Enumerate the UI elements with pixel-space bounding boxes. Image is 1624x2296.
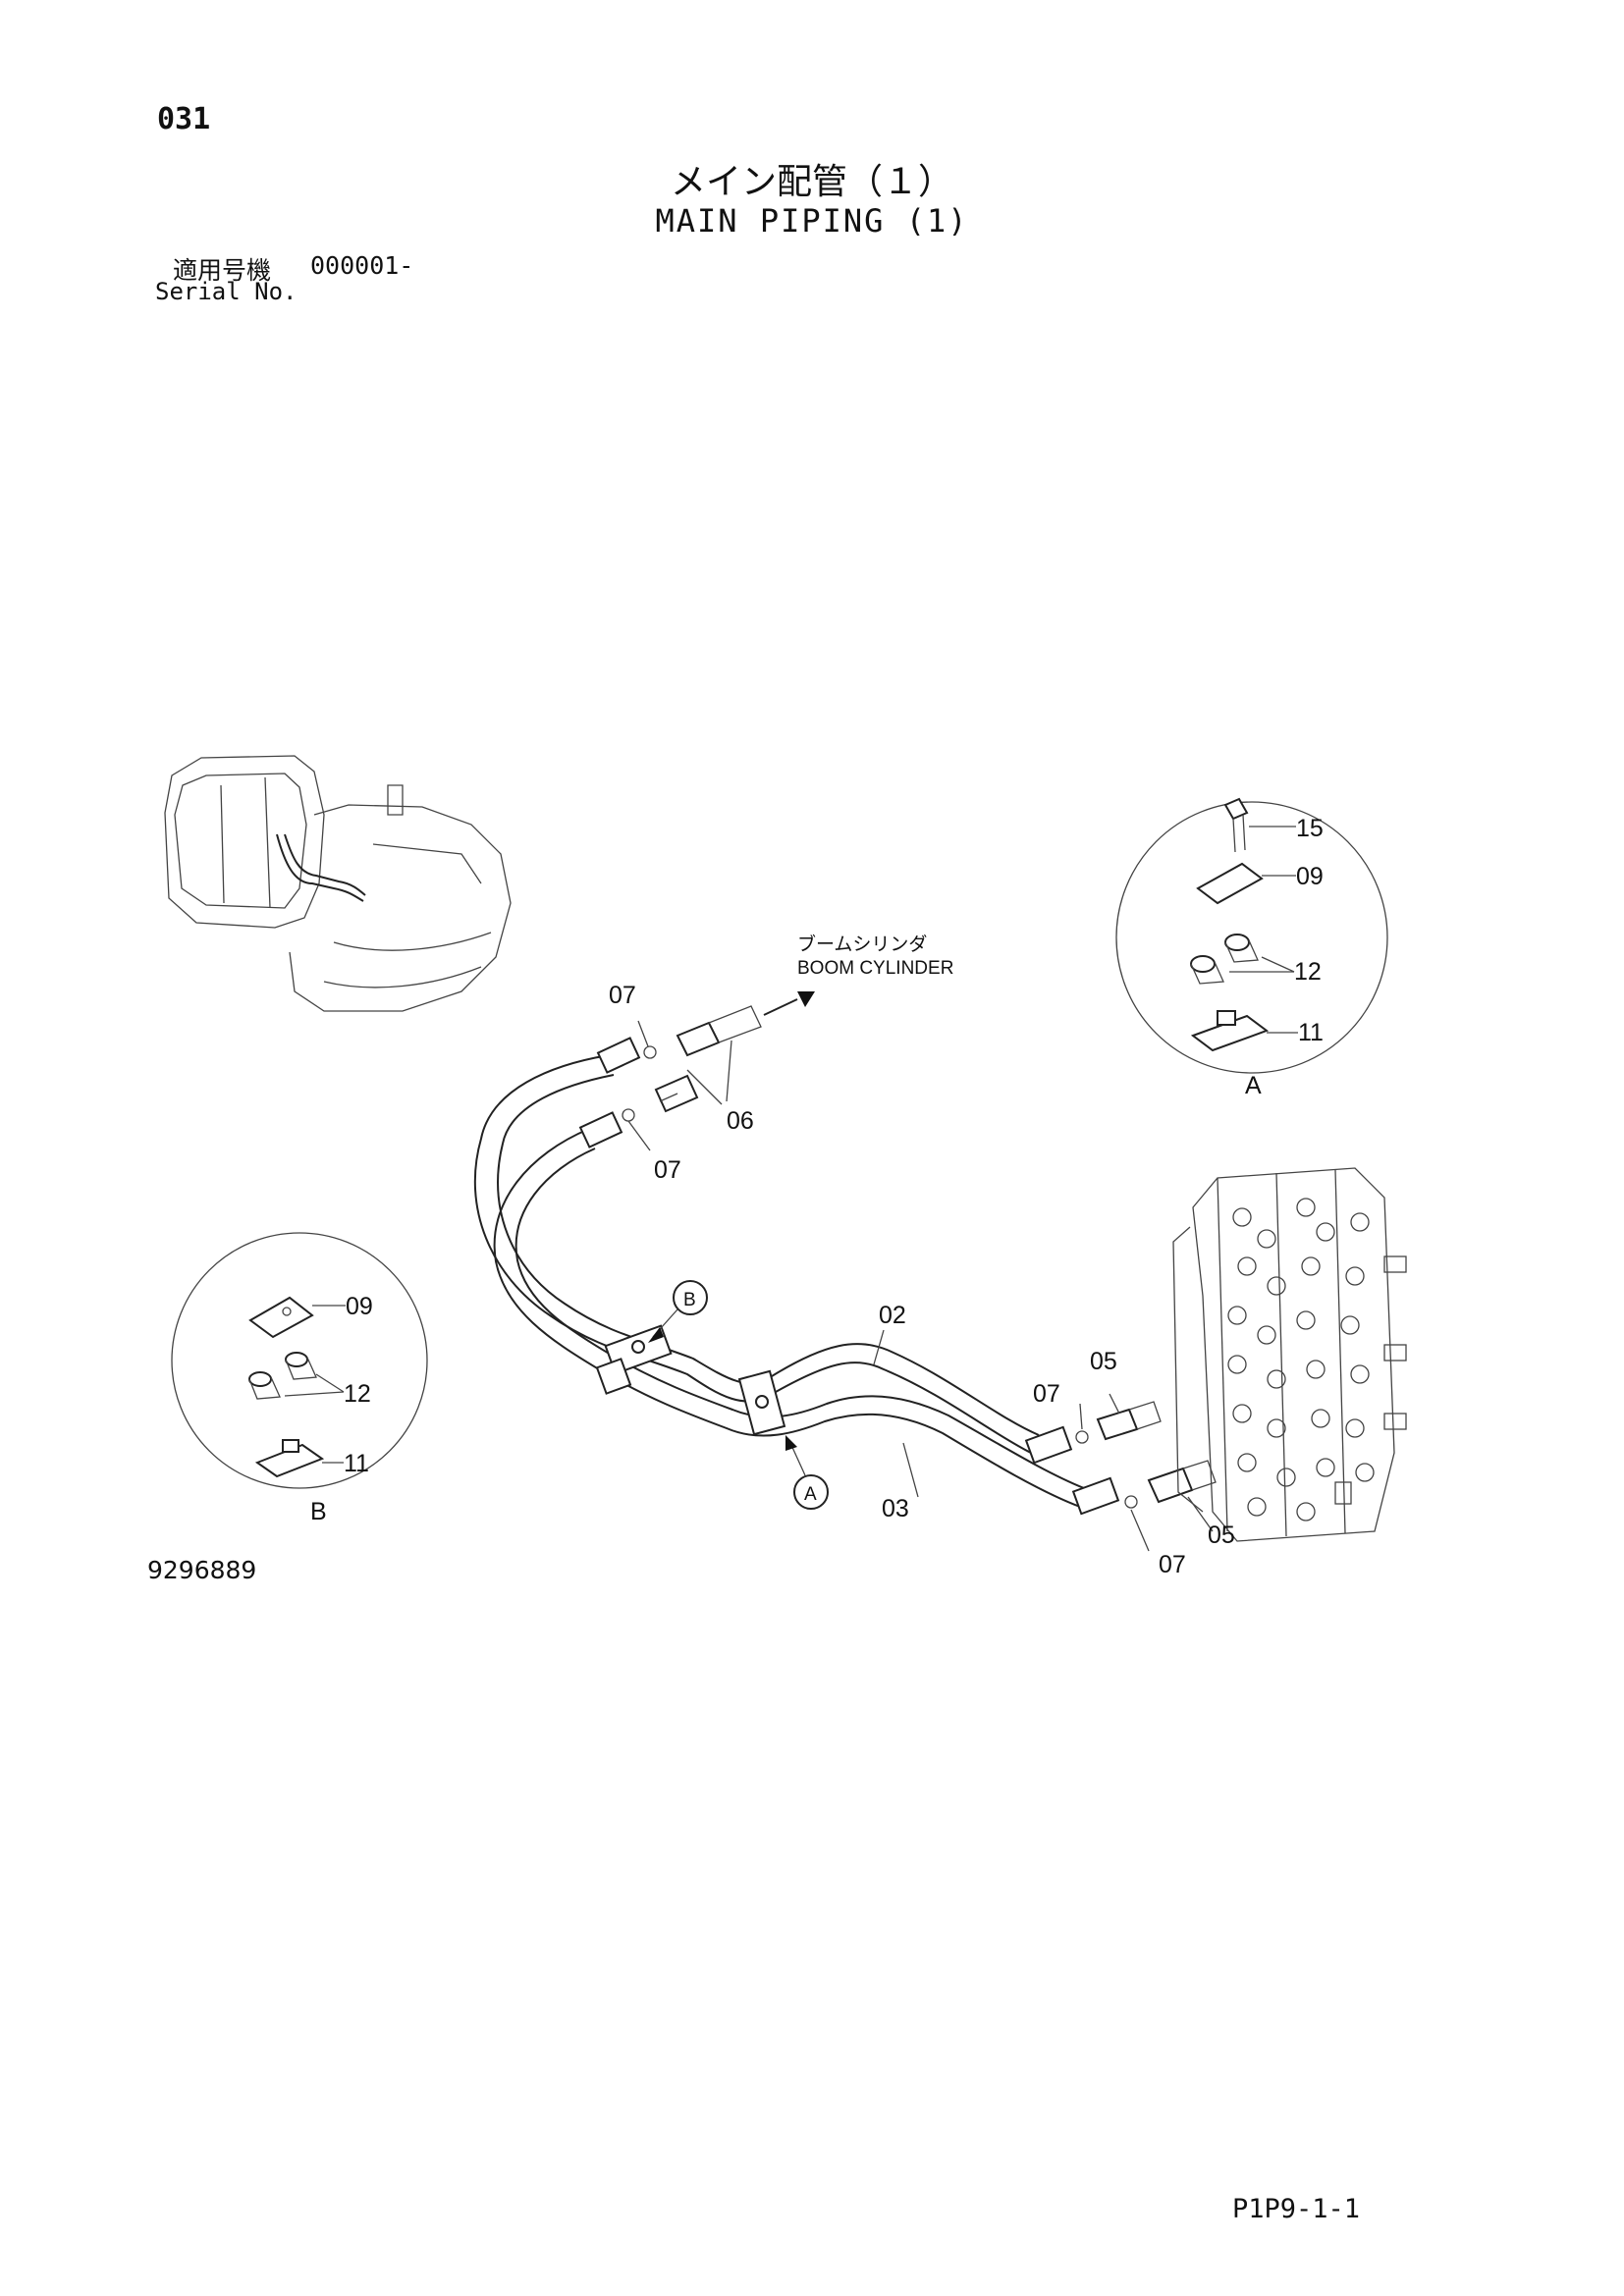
detail-a-part-11: 11 bbox=[1298, 1019, 1324, 1046]
detail-b-part-09: 09 bbox=[346, 1293, 373, 1320]
detail-b-part-12: 12 bbox=[344, 1380, 371, 1408]
valve-fittings bbox=[873, 1329, 1217, 1552]
view-marker-b-label: B bbox=[683, 1290, 696, 1310]
detail-b-view-label: B bbox=[310, 1498, 327, 1525]
page-title-jp: メイン配管（１） bbox=[670, 162, 953, 202]
clamp-a bbox=[737, 1369, 786, 1436]
control-valve bbox=[1172, 1167, 1407, 1542]
hose-02-03 bbox=[473, 1037, 1120, 1516]
detail-a-part-15: 15 bbox=[1296, 815, 1324, 842]
view-marker-b bbox=[648, 1280, 708, 1343]
boom-cylinder-label-jp: ブームシリンダ bbox=[797, 933, 927, 955]
callout-05-top: 05 bbox=[1090, 1348, 1117, 1375]
view-marker-a bbox=[785, 1435, 829, 1510]
callout-07-top: 07 bbox=[609, 982, 636, 1009]
detail-view-b bbox=[171, 1232, 428, 1489]
serial-label-jp: 適用号機 bbox=[173, 256, 272, 285]
detail-a-part-12: 12 bbox=[1294, 958, 1322, 986]
detail-a-part-09: 09 bbox=[1296, 863, 1324, 890]
drawing-number: 9296889 bbox=[147, 1556, 257, 1584]
page-reference: P1P9-1-1 bbox=[1232, 2194, 1361, 2224]
clamp-b bbox=[595, 1324, 673, 1395]
callout-07-valve-top: 07 bbox=[1033, 1380, 1060, 1408]
page-number: 031 bbox=[157, 102, 211, 136]
detail-a-view-label: A bbox=[1245, 1072, 1262, 1099]
detail-view-a bbox=[1115, 797, 1388, 1074]
callout-05-bottom: 05 bbox=[1208, 1522, 1235, 1549]
excavator-overview bbox=[164, 755, 512, 1012]
callout-02: 02 bbox=[879, 1302, 906, 1329]
callout-07-middle: 07 bbox=[654, 1156, 681, 1184]
detail-b-part-11: 11 bbox=[344, 1450, 369, 1477]
boom-cylinder-fittings bbox=[622, 991, 815, 1151]
boom-cylinder-label-en: BOOM CYLINDER bbox=[797, 958, 953, 979]
view-marker-a-label: A bbox=[804, 1484, 817, 1505]
callout-07-valve-bottom: 07 bbox=[1159, 1551, 1186, 1578]
serial-value: 000001- bbox=[310, 251, 414, 280]
callout-03: 03 bbox=[882, 1495, 909, 1522]
serial-label-en: Serial No. bbox=[155, 278, 298, 305]
page-title-en: MAIN PIPING (1) bbox=[655, 202, 969, 240]
callout-06: 06 bbox=[727, 1107, 754, 1135]
